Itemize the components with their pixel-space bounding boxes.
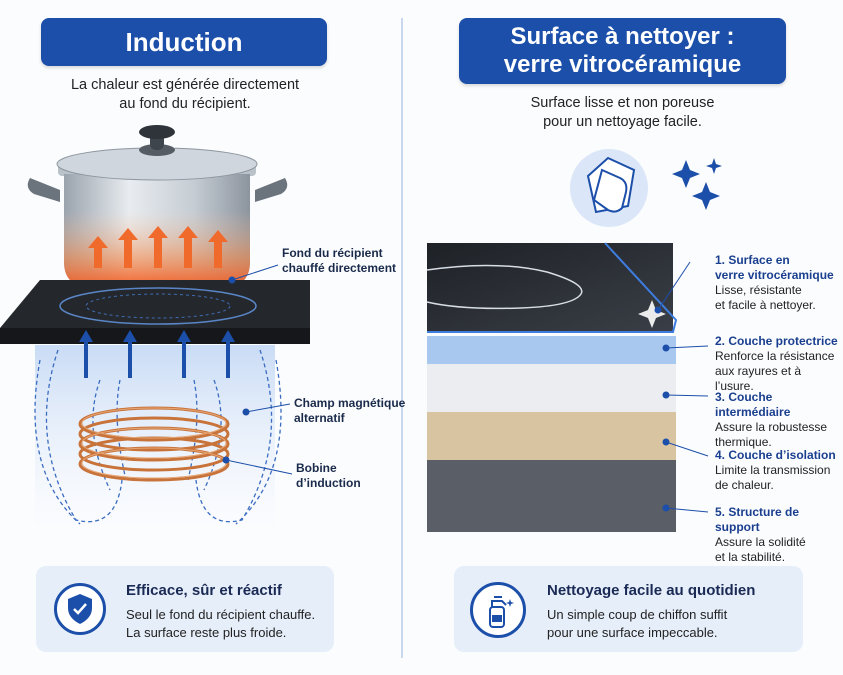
field-arrows xyxy=(79,330,235,378)
layer-label-1: 1. Surface en verre vitrocéramique Lisse… xyxy=(715,253,834,312)
layer-label-4: 4. Couche d’isolation Limite la transmis… xyxy=(715,448,836,492)
label-pot-bottom: Fond du récipient chauffé directement xyxy=(282,246,397,275)
info-card-induction: Efficace, sûr et réactif Seul le fond du… xyxy=(36,566,334,652)
glass-layers xyxy=(426,242,678,532)
card-text-cleaning: Un simple coup de chiffon suffit pour un… xyxy=(547,607,728,640)
cleaning-hand-icon xyxy=(570,149,648,227)
right-leaders xyxy=(654,261,709,513)
card-title-induction: Efficace, sûr et réactif xyxy=(126,582,282,599)
surface-subtitle: Surface lisse et non poreuse pour un net… xyxy=(530,95,715,130)
layer-label-3: 3. Couche intermédiaire Assure la robust… xyxy=(715,390,828,449)
info-card-cleaning: Nettoyage facile au quotidien Un simple … xyxy=(454,566,803,652)
sparkle-icon xyxy=(672,158,722,210)
label-coil: Bobine d’induction xyxy=(296,461,361,490)
label-magnetic-field: Champ magnétique alternatif xyxy=(294,396,406,425)
card-text-induction: Seul le fond du récipient chauffe. La su… xyxy=(126,607,316,640)
induction-subtitle: La chaleur est générée directement au fo… xyxy=(70,77,300,112)
spray-bottle-icon xyxy=(470,582,526,638)
left-leaders xyxy=(222,264,293,475)
card-title-cleaning: Nettoyage facile au quotidien xyxy=(547,582,756,599)
layer-label-5: 5. Structure de support Assure la solidi… xyxy=(715,505,806,564)
layer-label-2: 2. Couche protectrice Renforce la résist… xyxy=(715,334,838,393)
shield-check-icon xyxy=(54,583,106,635)
surface-title: Surface à nettoyer : verre vitrocéramiqu… xyxy=(459,18,786,84)
heat-arrows xyxy=(88,226,228,268)
center-divider xyxy=(401,18,403,658)
induction-title: Induction xyxy=(41,18,327,66)
induction-cooktop xyxy=(0,280,310,344)
pot xyxy=(27,125,288,288)
